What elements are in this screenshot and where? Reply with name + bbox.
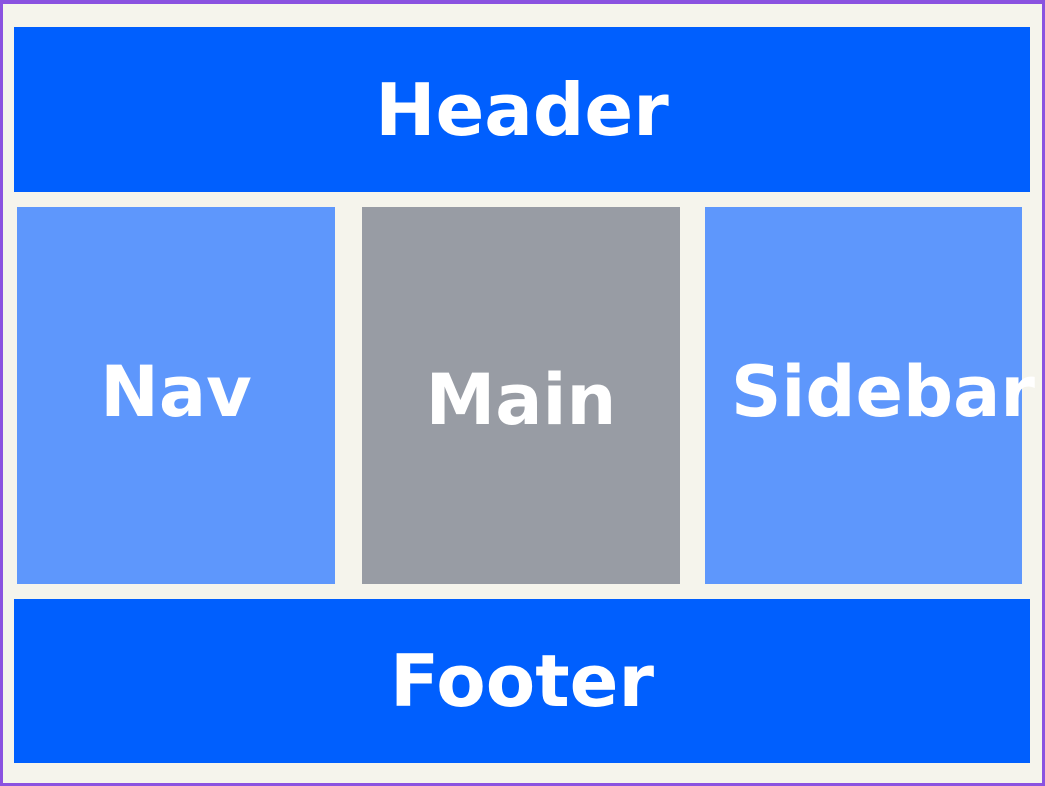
footer-block: Footer — [14, 599, 1030, 763]
header-block: Header — [14, 27, 1030, 192]
header-label: Header — [375, 67, 669, 152]
nav-label: Nav — [100, 350, 252, 433]
footer-label: Footer — [390, 639, 654, 723]
sidebar-label: Sidebar — [731, 350, 1035, 433]
main-block: Main — [362, 207, 680, 584]
main-label: Main — [425, 358, 617, 441]
nav-block: Nav — [17, 207, 335, 584]
sidebar-block: Sidebar — [705, 207, 1035, 584]
